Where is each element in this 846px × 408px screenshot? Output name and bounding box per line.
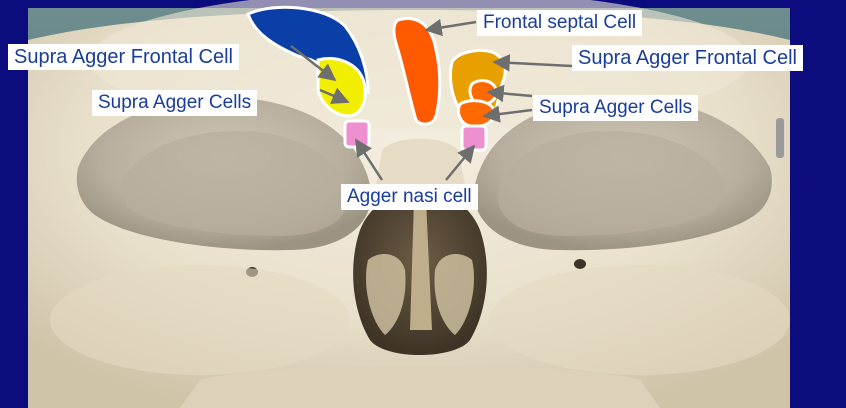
supra-agger-cells-right-lower [458,101,494,127]
left-cheek-shade [50,265,350,375]
label-supra-agger-frontal-cell-left: Supra Agger Frontal Cell [8,44,239,70]
right-cheek-shade [490,265,790,375]
label-agger-nasi-cell: Agger nasi cell [341,184,478,210]
skull-hinge [776,118,784,158]
label-supra-agger-cells-left: Supra Agger Cells [92,90,257,116]
label-supra-agger-cells-right: Supra Agger Cells [533,95,698,121]
label-supra-agger-frontal-cell-right: Supra Agger Frontal Cell [572,45,803,71]
right-infraorbital-foramen [574,259,586,269]
label-frontal-septal-cell: Frontal septal Cell [477,10,642,36]
